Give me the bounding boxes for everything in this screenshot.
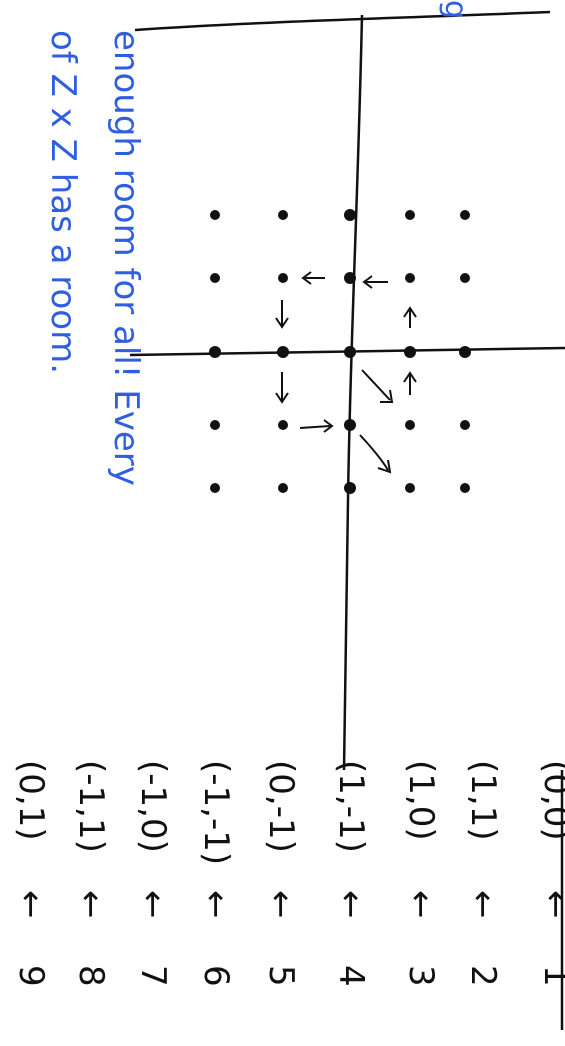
lattice-point [460,483,470,493]
lattice-point [344,482,356,494]
arrow-center-to-lowerright [361,369,391,401]
enumeration-arrow: ← [133,890,173,919]
lattice-point [209,346,221,358]
enumeration-pair: (-1,1) [71,760,111,853]
arrowhead-up-2 [403,306,417,318]
arrowhead-right-1 [323,419,334,433]
enumeration-pair: (0,-1) [261,760,301,853]
lattice-point [277,346,289,358]
enumeration-arrow: ← [463,890,503,919]
enumeration-pair: (1,-1) [331,760,371,853]
enumeration-arrow: ← [71,890,111,919]
note-top-fragment: g [438,0,473,19]
note-line-1: enough room for all! Every [106,30,146,486]
lattice-point [344,346,356,358]
lattice-point [278,273,288,283]
arrowhead-down-2 [275,392,289,404]
lattice-point [210,420,220,430]
enumeration-row: (1,1) ← 2 [463,760,503,987]
enumeration-number: 4 [331,965,371,987]
arrowhead-center-to-lowerright [380,389,394,403]
enumeration-pair: (1,1) [463,760,503,841]
enumeration-number: 3 [401,965,441,987]
lattice-points [209,209,471,494]
enumeration-arrow: ← [261,890,301,919]
arrowhead-up-1 [403,371,417,383]
lattice-point [405,273,415,283]
enumeration-row: (-1,1) ← 8 [71,760,111,987]
lattice-point [405,210,415,220]
enumeration-pair: (-1,-1) [196,760,236,865]
enumeration-arrow: ← [401,890,441,919]
lattice-point [459,346,471,358]
arrow-diagonal-out [359,434,389,471]
lattice-point [210,483,220,493]
enumeration-pair: (1,0) [401,760,441,841]
enumeration-pair: (0,0) [536,760,565,841]
lattice-point [210,273,220,283]
lattice-point [210,210,220,220]
vertical-axis [342,14,364,771]
lattice-point [278,210,288,220]
enumeration-arrow: ← [536,890,565,919]
enumeration-arrow: ← [196,890,236,919]
arrowhead-left-1 [362,275,373,289]
enumeration-number: 6 [196,965,236,987]
arrow-right-1 [299,425,331,429]
lattice-point [405,420,415,430]
enumeration-table: (0,0) ← 1 (1,1) ← 2 (1,0) ← 3 (1,-1) ← 4 (0,-1) ← 5 (-1… [11,760,565,987]
enumeration-pair: (0,1) [11,760,51,841]
enumeration-number: 7 [133,965,173,987]
lattice-point [278,483,288,493]
enumeration-number: 8 [71,965,111,987]
horizontal-axis [129,346,565,357]
enumeration-number: 9 [11,965,51,987]
lattice-point [405,483,415,493]
enumeration-row: (-1,-1) ← 6 [196,760,236,987]
lattice-point [344,419,356,431]
enumeration-number: 2 [463,965,503,987]
spiral-arrows [275,271,417,474]
arrowhead-diagonal-out [377,459,392,474]
enumeration-arrow: ← [11,890,51,919]
enumeration-row: (-1,0) ← 7 [133,760,173,987]
lattice-point [278,420,288,430]
enumeration-row: (1,-1) ← 4 [331,760,371,987]
enumeration-pair: (-1,0) [133,760,173,853]
enumeration-row: (0,-1) ← 5 [261,760,301,987]
lattice-point [344,209,356,221]
lattice-point [404,346,416,358]
lattice-point [460,420,470,430]
enumeration-row: (0,1) ← 9 [11,760,51,987]
enumeration-number: 1 [536,965,565,987]
enumeration-row: (1,0) ← 3 [401,760,441,987]
arrowhead-left-2 [301,271,312,285]
lattice-point [344,272,356,284]
frame-top-line [134,10,551,32]
arrowhead-down-1 [275,317,289,329]
note-line-2: of Z x Z has a room. [43,30,83,374]
enumeration-row: (0,0) ← 1 [536,760,565,987]
enumeration-number: 5 [261,965,301,987]
lattice-point [460,210,470,220]
enumeration-arrow: ← [331,890,371,919]
lattice-point [460,273,470,283]
